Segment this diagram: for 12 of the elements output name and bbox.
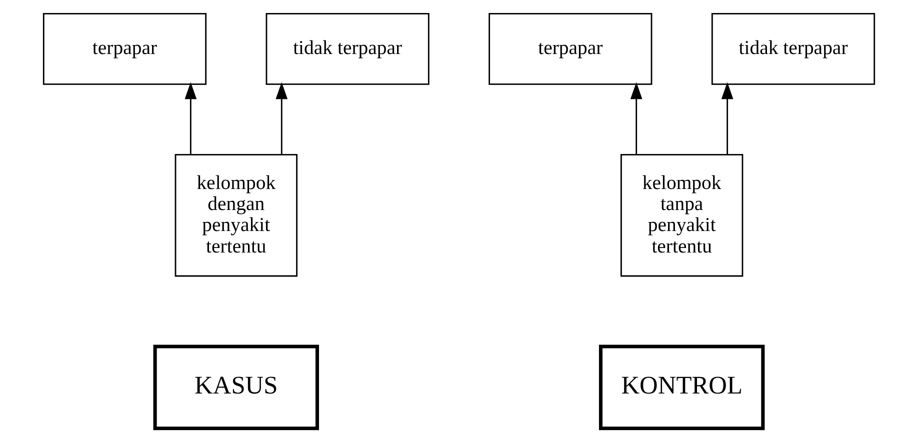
node-box: kelompok tanpa penyakit tertentu <box>620 154 743 277</box>
arrow <box>184 82 196 154</box>
arrow <box>275 82 288 154</box>
arrow <box>720 82 733 154</box>
node-box: kelompok dengan penyakit tertentu <box>174 154 297 277</box>
node-box: tidak terpapar <box>265 12 429 85</box>
node-box: terpapar <box>42 12 206 85</box>
node-box: terpapar <box>488 12 652 85</box>
node-box: tidak terpapar <box>710 12 875 85</box>
arrow <box>630 82 642 154</box>
node-box: KONTROL <box>598 344 764 430</box>
node-box: KASUS <box>152 344 319 430</box>
